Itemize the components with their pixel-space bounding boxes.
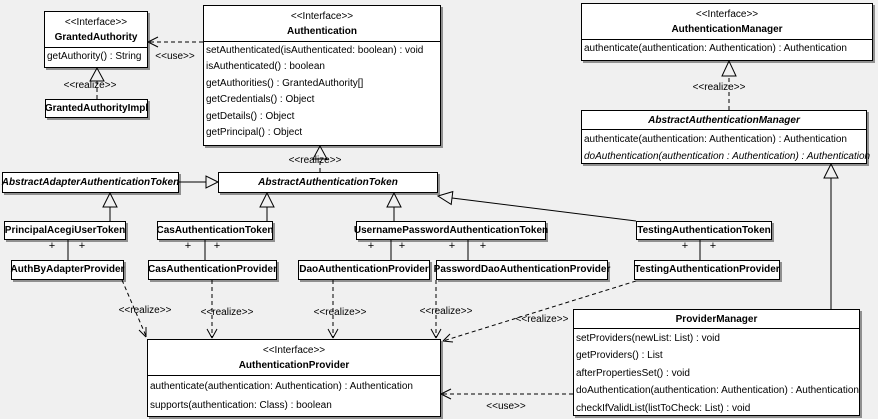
method-label: authenticate(authentication: Authenticat…	[584, 43, 847, 54]
class-username-password-authentication-token: UsernamePasswordAuthenticationToken	[353, 221, 549, 240]
method-label: authenticate(authentication: Authenticat…	[150, 381, 413, 392]
class-name: Authentication	[287, 26, 357, 37]
realize-label: <<realize>>	[313, 307, 367, 318]
class-name: GrantedAuthority	[54, 32, 138, 43]
class-password-dao-authentication-provider: PasswordDaoAuthenticationProvider	[433, 260, 611, 280]
realize-edge-abstractauthenticationmanager	[721, 59, 737, 110]
class-testing-authentication-token: TestingAuthenticationToken	[636, 221, 772, 240]
method-label: doAuthentication(authentication: Authent…	[576, 385, 859, 397]
realize-edge-authbyadapterprovider	[121, 279, 147, 338]
class-name: CasAuthenticationProvider	[148, 264, 277, 275]
class-name: CasAuthenticationToken	[156, 224, 274, 236]
realize-label: <<realize>>	[419, 306, 473, 317]
class-name: UsernamePasswordAuthenticationToken	[353, 224, 549, 236]
method-label: setProviders(newList: List) : void	[576, 333, 720, 344]
class-cas-authentication-provider: CasAuthenticationProvider	[148, 260, 277, 280]
class-authentication-manager: <<Interface>> AuthenticationManager auth…	[581, 3, 873, 61]
stereotype-label: <<Interface>>	[64, 17, 128, 28]
class-name: AbstractAuthenticationManager	[648, 115, 800, 126]
use-label: <<use>>	[486, 401, 526, 412]
realize-label: <<realize>>	[288, 155, 342, 166]
class-name: AbstractAdapterAuthenticationToken	[1, 176, 180, 188]
association-plus-label: +	[398, 240, 406, 252]
use-edge-authentication-grantedauthority	[147, 36, 203, 48]
class-abstract-authentication-token: AbstractAuthenticationToken	[218, 172, 438, 193]
realize-label: <<realize>>	[515, 314, 569, 325]
realize-label: <<realize>>	[692, 82, 746, 93]
class-name: AbstractAuthenticationToken	[258, 176, 398, 188]
association-plus-label: +	[681, 240, 689, 252]
generalize-edge-providermanager	[823, 162, 839, 309]
realize-edge-passworddaoprovider	[430, 280, 442, 339]
association-plus-label: +	[213, 240, 221, 252]
class-name: GrantedAuthorityImpl	[44, 102, 149, 114]
class-name: ProviderManager	[675, 314, 758, 325]
generalize-edge-principalacegiusertoken	[102, 191, 118, 221]
association-plus-label: +	[709, 240, 717, 252]
class-principal-acegi-user-token: PrincipalAcegiUserToken	[4, 221, 126, 240]
realize-label: <<realize>>	[118, 305, 172, 316]
method-label: doAuthentication(authentication : Authen…	[584, 151, 871, 163]
stereotype-label: <<Interface>>	[290, 11, 354, 22]
generalize-edge-abstractadapter	[179, 175, 220, 189]
method-label: supports(authentication: Class) : boolea…	[150, 400, 332, 411]
stereotype-label: <<Interface>>	[695, 9, 759, 20]
class-name: TestingAuthenticationToken	[637, 224, 771, 236]
method-label: authenticate(authentication: Authenticat…	[584, 134, 847, 145]
class-cas-authentication-token: CasAuthenticationToken	[156, 221, 274, 240]
class-authentication-provider: <<Interface>> AuthenticationProvider aut…	[147, 339, 441, 417]
association-plus-label: +	[184, 240, 192, 252]
class-name: AuthenticationManager	[671, 24, 783, 35]
method-label: afterPropertiesSet() : void	[576, 367, 690, 379]
class-name: PrincipalAcegiUserToken	[4, 224, 126, 236]
association-edges-token-provider	[67, 240, 701, 260]
method-label: checkIfValidList(listToCheck: List) : vo…	[576, 402, 751, 414]
use-edge-providermanager-authenticationprovider	[440, 388, 573, 400]
class-name: TestingAuthenticationProvider	[634, 264, 780, 275]
realize-label: <<realize>>	[63, 80, 117, 91]
realize-label: <<realize>>	[200, 307, 254, 318]
realize-edge-abstractauthenticationtoken	[312, 144, 328, 172]
stereotype-label: <<Interface>>	[262, 345, 326, 356]
class-name: PasswordDaoAuthenticationProvider	[433, 264, 611, 275]
class-name: AuthByAdapterProvider	[10, 264, 125, 275]
association-plus-label: +	[367, 240, 375, 252]
class-name: AuthenticationProvider	[238, 360, 350, 371]
method-label: getDetails() : Object	[206, 110, 295, 122]
realize-edge-casauthenticationprovider	[206, 280, 218, 339]
realize-edge-testingauthenticationprovider	[442, 280, 637, 343]
method-label: getAuthorities() : GrantedAuthority[]	[206, 77, 364, 89]
class-granted-authority-impl: GrantedAuthorityImpl	[45, 99, 148, 118]
association-plus-label: +	[48, 240, 56, 252]
class-granted-authority: <<Interface>> GrantedAuthority getAuthor…	[44, 11, 148, 68]
class-abstract-authentication-manager: AbstractAuthenticationManager authentica…	[581, 110, 871, 164]
method-label: getPrincipal() : Object	[206, 127, 303, 139]
class-auth-by-adapter-provider: AuthByAdapterProvider	[11, 260, 124, 280]
association-plus-label: +	[78, 240, 86, 252]
use-label: <<use>>	[155, 51, 195, 62]
method-label: setAuthenticated(isAuthenticated: boolea…	[206, 45, 424, 56]
class-name: DaoAuthenticationProvider	[299, 264, 429, 275]
generalize-edge-testingauthenticationtoken	[436, 190, 637, 222]
generalize-edge-casauthenticationtoken	[259, 191, 275, 221]
class-dao-authentication-provider: DaoAuthenticationProvider	[298, 260, 430, 280]
method-label: getAuthority() : String	[47, 51, 142, 62]
generalize-edge-usernamepasswordtoken	[386, 191, 402, 221]
association-plus-label: +	[448, 240, 456, 252]
class-abstract-adapter-authentication-token: AbstractAdapterAuthenticationToken	[2, 172, 179, 193]
realize-edge-grantedauthorityimpl	[89, 66, 105, 99]
realize-edge-daoauthenticationprovider	[327, 280, 339, 339]
method-label: getCredentials() : Object	[206, 94, 315, 106]
class-provider-manager: ProviderManager setProviders(newList: Li…	[573, 309, 860, 416]
method-label: getProviders() : List	[576, 350, 663, 362]
class-authentication: <<Interface>> Authentication setAuthenti…	[203, 5, 441, 146]
method-label: isAuthenticated() : boolean	[206, 61, 325, 73]
association-plus-label: +	[479, 240, 487, 252]
class-testing-authentication-provider: TestingAuthenticationProvider	[634, 260, 780, 280]
